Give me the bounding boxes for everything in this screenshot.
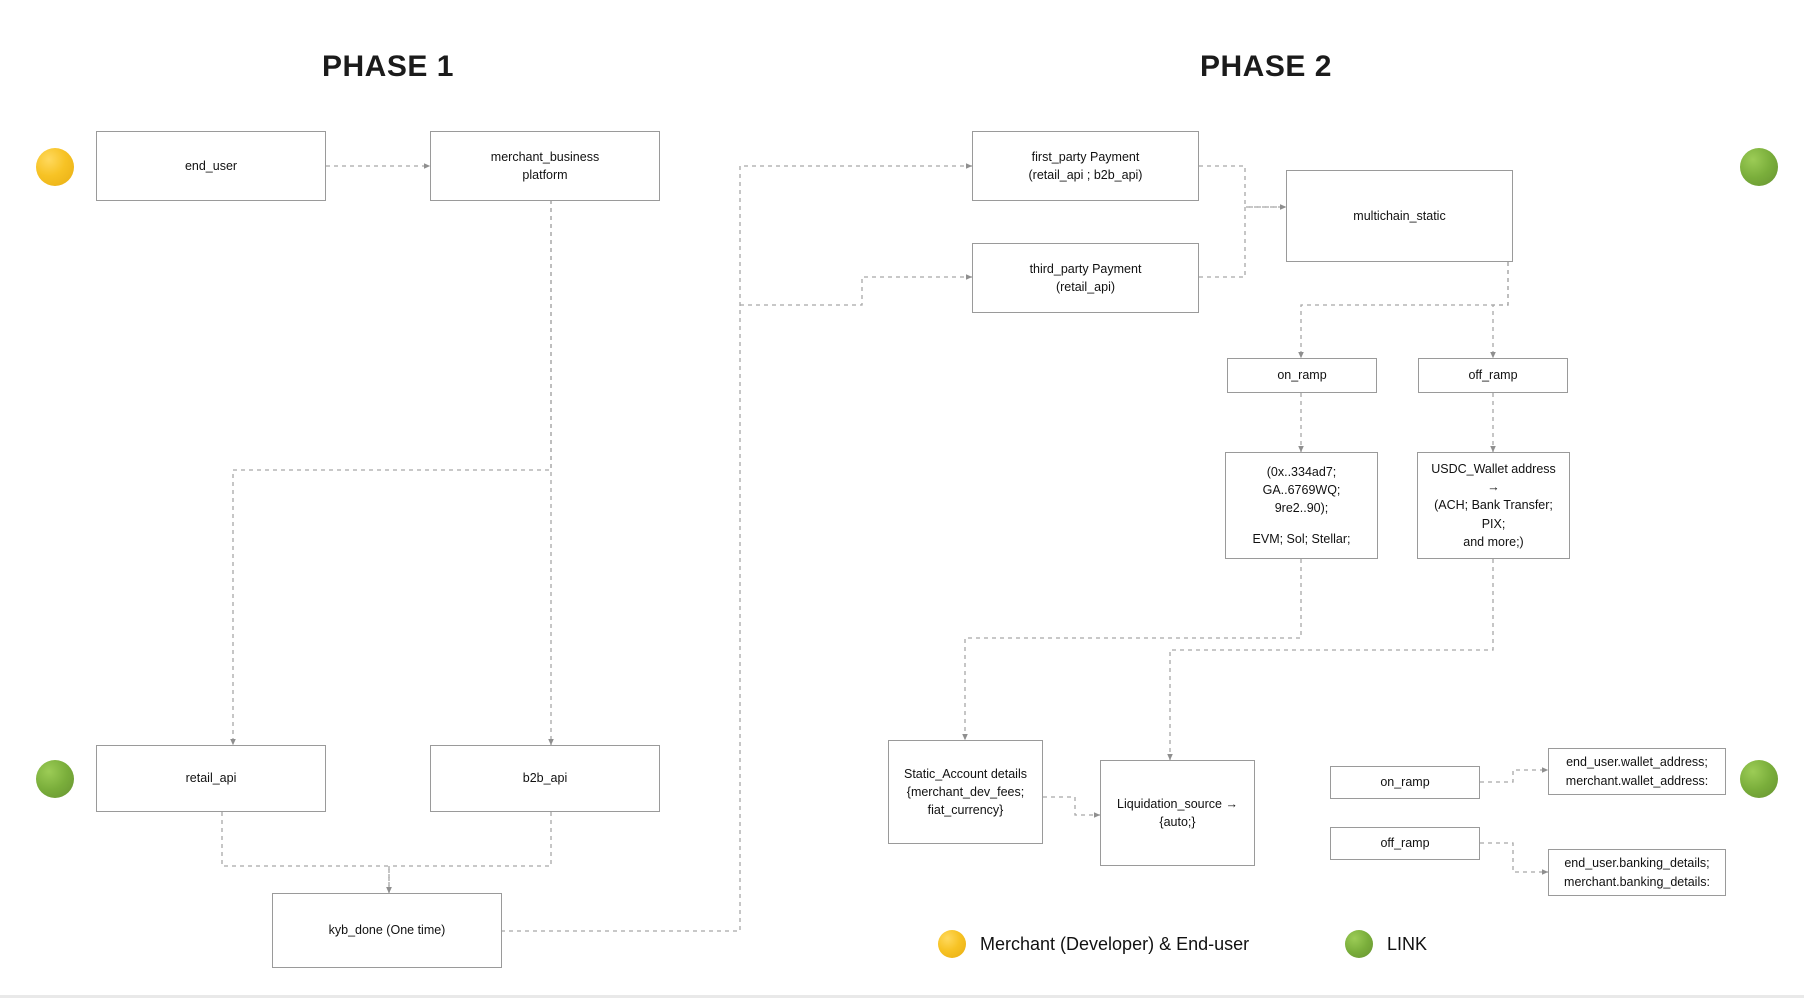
- node-wallet-addresses-line1: (0x..334ad7; GA..6769WQ;: [1262, 464, 1341, 497]
- node-b2b-api[interactable]: b2b_api: [430, 745, 660, 812]
- node-usdc-wallet-line1: USDC_Wallet address →: [1431, 462, 1556, 495]
- edge-wallets-to-static: [962, 559, 1302, 741]
- legend-link-swatch: [1345, 930, 1373, 958]
- edge-kyb-to-thirdparty: [740, 274, 973, 306]
- node-static-account-line2: {merchant_dev_fees;: [906, 784, 1025, 799]
- merchant-enduser-marker-left: [36, 148, 74, 186]
- node-retail-api-label: retail_api: [185, 771, 237, 786]
- node-kyb-done-label: kyb_done (One time): [328, 923, 446, 938]
- node-on-ramp-output-label: on_ramp: [1380, 775, 1430, 790]
- edge-multichain-to-offramp: [1490, 262, 1509, 359]
- node-b2b-api-label: b2b_api: [522, 771, 568, 786]
- node-wallet-addresses-line3: EVM; Sol; Stellar;: [1252, 532, 1351, 547]
- node-usdc-wallet-address[interactable]: USDC_Wallet address → (ACH; Bank Transfe…: [1417, 452, 1570, 559]
- node-banking-details-result[interactable]: end_user.banking_details; merchant.banki…: [1548, 849, 1726, 896]
- legend-merchant-label: Merchant (Developer) & End-user: [980, 933, 1250, 954]
- node-multichain-static[interactable]: multichain_static: [1286, 170, 1513, 262]
- edge-offramp-out-to-banking-result: [1480, 842, 1549, 875]
- node-first-party-line1: first_party Payment: [1031, 149, 1140, 164]
- node-merchant-business-platform[interactable]: merchant_business platform: [430, 131, 660, 201]
- node-usdc-wallet-line3: and more;): [1463, 534, 1524, 549]
- node-on-ramp-mid[interactable]: on_ramp: [1227, 358, 1377, 393]
- edge-static-to-liquidation: [1043, 796, 1101, 818]
- edge-retail-to-kyb: [221, 812, 392, 894]
- node-static-account-line3: fiat_currency}: [927, 803, 1004, 818]
- edge-usdc-to-liquidation: [1167, 559, 1494, 761]
- node-usdc-wallet-line2: (ACH; Bank Transfer; PIX;: [1434, 498, 1553, 531]
- legend-link: LINK: [1345, 930, 1427, 958]
- link-marker-left-retail: [36, 760, 74, 798]
- node-on-ramp-output[interactable]: on_ramp: [1330, 766, 1480, 799]
- node-merchant-line2: platform: [522, 168, 568, 182]
- node-third-party-line2: (retail_api): [1055, 280, 1116, 294]
- node-liquidation-source-line1: Liquidation_source →: [1117, 796, 1238, 811]
- node-liquidation-source[interactable]: Liquidation_source → {auto;}: [1100, 760, 1255, 866]
- node-third-party-line1: third_party Payment: [1029, 261, 1142, 276]
- node-first-party-payment[interactable]: first_party Payment (retail_api ; b2b_ap…: [972, 131, 1199, 201]
- node-off-ramp-mid[interactable]: off_ramp: [1418, 358, 1568, 393]
- link-marker-bottom-right: [1740, 760, 1778, 798]
- node-first-party-line2: (retail_api ; b2b_api): [1028, 168, 1143, 182]
- node-wallet-result-line1: end_user.wallet_address;: [1566, 755, 1708, 770]
- node-merchant-line1: merchant_business: [490, 149, 600, 164]
- node-on-ramp-mid-label: on_ramp: [1277, 368, 1327, 383]
- legend-merchant-swatch: [938, 930, 966, 958]
- edge-thirdparty-to-multichain: [1199, 204, 1287, 278]
- legend-merchant-enduser: Merchant (Developer) & End-user: [938, 930, 1249, 958]
- edge-multichain-to-onramp: [1298, 262, 1509, 359]
- node-banking-result-line2: merchant.banking_details:: [1564, 874, 1710, 889]
- node-static-account-line1: Static_Account details: [904, 766, 1027, 781]
- node-wallet-result-line2: merchant.wallet_address:: [1565, 773, 1709, 788]
- node-multichain-static-label: multichain_static: [1353, 208, 1446, 223]
- edge-firstparty-to-multichain: [1199, 165, 1287, 210]
- node-banking-result-line1: end_user.banking_details;: [1564, 856, 1710, 871]
- node-end-user[interactable]: end_user: [96, 131, 326, 201]
- node-off-ramp-output-label: off_ramp: [1380, 836, 1430, 851]
- node-retail-api[interactable]: retail_api: [96, 745, 326, 812]
- edge-merchant-to-retail: [230, 200, 552, 746]
- node-end-user-label: end_user: [184, 158, 238, 173]
- node-off-ramp-mid-label: off_ramp: [1468, 368, 1518, 383]
- legend-link-label: LINK: [1387, 933, 1428, 954]
- node-liquidation-source-line2: {auto;}: [1159, 815, 1196, 829]
- phase-2-title: PHASE 2: [1200, 50, 1332, 83]
- node-wallet-addresses-line2: 9re2..90);: [1274, 501, 1329, 515]
- link-marker-top-right: [1740, 148, 1778, 186]
- node-wallet-addresses[interactable]: (0x..334ad7; GA..6769WQ; 9re2..90); EVM;…: [1225, 452, 1378, 559]
- phase-1-title: PHASE 1: [322, 50, 454, 83]
- node-kyb-done[interactable]: kyb_done (One time): [272, 893, 502, 968]
- node-wallet-addresses-spacer: [1234, 517, 1369, 530]
- node-wallet-address-result[interactable]: end_user.wallet_address; merchant.wallet…: [1548, 748, 1726, 795]
- node-third-party-payment[interactable]: third_party Payment (retail_api): [972, 243, 1199, 313]
- bottom-divider: [0, 995, 1804, 998]
- node-static-account-details[interactable]: Static_Account details {merchant_dev_fee…: [888, 740, 1043, 844]
- edge-b2b-to-kyb: [386, 812, 552, 894]
- edge-onramp-out-to-wallet-result: [1480, 767, 1549, 783]
- node-off-ramp-output[interactable]: off_ramp: [1330, 827, 1480, 860]
